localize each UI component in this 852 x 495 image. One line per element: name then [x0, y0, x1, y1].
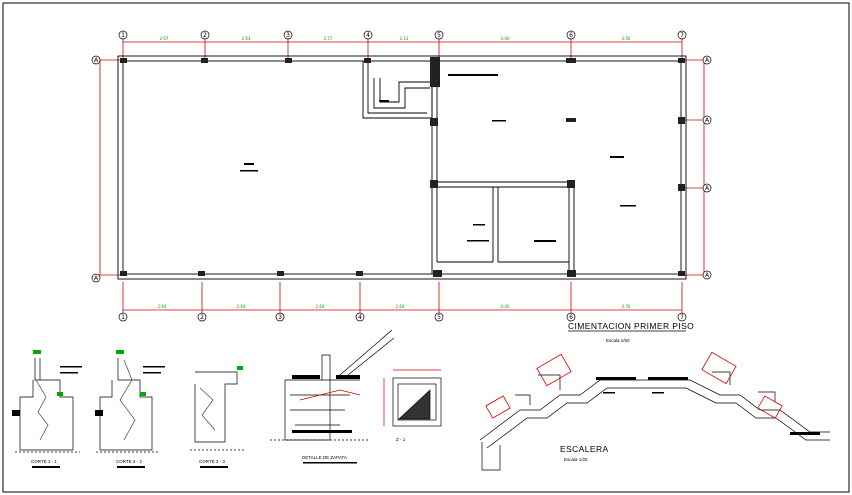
axis-label-bottom-4: 4	[358, 314, 362, 321]
axis-label-top-2: 2	[203, 32, 207, 39]
plan-title: CIMENTACION PRIMER PISO	[568, 321, 694, 331]
svg-text:2.13: 2.13	[400, 36, 409, 41]
axis-label-bottom-5: 5	[437, 314, 441, 321]
svg-text:2.64: 2.64	[316, 304, 325, 309]
corte-3-label: CORTE 3 - 3	[199, 459, 225, 464]
axis-bubbles-side	[91, 55, 712, 283]
svg-text:2.67: 2.67	[160, 36, 169, 41]
svg-text:2.57: 2.57	[324, 36, 333, 41]
foundation-plan: 1 2 3 4 5 6 7 1 2 3 4 5 6 7 A A A A A A	[91, 30, 712, 322]
detalle-zapata	[270, 329, 395, 441]
axis-label-left-a: A	[94, 57, 99, 64]
stair-section	[479, 371, 830, 471]
corte-1-label: CORTE 1 - 1	[31, 459, 57, 464]
axis-label-bottom-6: 6	[569, 314, 573, 321]
stair-hatch	[596, 377, 820, 435]
axis-bubbles-bottom	[118, 312, 687, 322]
axis-label-top-6: 6	[569, 32, 573, 39]
axis-label-top-3: 3	[286, 32, 290, 39]
axis-label-top-1: 1	[121, 32, 125, 39]
axis-label-bottom-2: 2	[200, 314, 204, 321]
zapata-hatch	[292, 375, 360, 433]
axis-label-bottom-3: 3	[278, 314, 282, 321]
svg-text:2.64: 2.64	[237, 304, 246, 309]
columns	[120, 57, 685, 277]
svg-text:3.50: 3.50	[622, 36, 631, 41]
axis-label-right-1: A	[705, 57, 710, 64]
corte-2-label: CORTE 2 - 2	[116, 459, 142, 464]
axis-label-top-7: 7	[680, 32, 684, 39]
plan-tags	[240, 74, 636, 242]
svg-text:2.64: 2.64	[396, 304, 405, 309]
foundation-walls	[117, 55, 687, 280]
axis-bubbles-top	[118, 30, 687, 40]
axis-label-top-4: 4	[366, 32, 370, 39]
plan-scale: Escala 1/50	[606, 338, 630, 343]
svg-text:2.64: 2.64	[158, 304, 167, 309]
svg-text:4.40: 4.40	[501, 304, 510, 309]
axis-label-right-2: A	[705, 117, 710, 124]
z1-label: Z - 1	[396, 437, 406, 442]
stair-red-dims	[485, 351, 783, 419]
section-tags	[33, 350, 243, 396]
svg-text:2.63: 2.63	[242, 36, 251, 41]
svg-text:4.40: 4.40	[501, 36, 510, 41]
axis-label-right-4: A	[705, 272, 710, 279]
z1-detail	[383, 369, 442, 427]
axis-label-top-5: 5	[437, 32, 441, 39]
axis-label-bottom-1: 1	[121, 314, 125, 321]
detalle-zapata-label: DETALLE DE ZAPATA	[302, 455, 347, 460]
stair-scale: Escala 1/25	[564, 457, 588, 462]
axis-label-left-b: A	[94, 275, 99, 282]
section-notes	[12, 366, 165, 416]
svg-text:3.70: 3.70	[622, 304, 631, 309]
section-cortes	[15, 358, 244, 453]
axis-label-right-3: A	[705, 185, 710, 192]
stair-title: ESCALERA	[560, 444, 609, 454]
axis-label-bottom-7: 7	[680, 314, 684, 321]
